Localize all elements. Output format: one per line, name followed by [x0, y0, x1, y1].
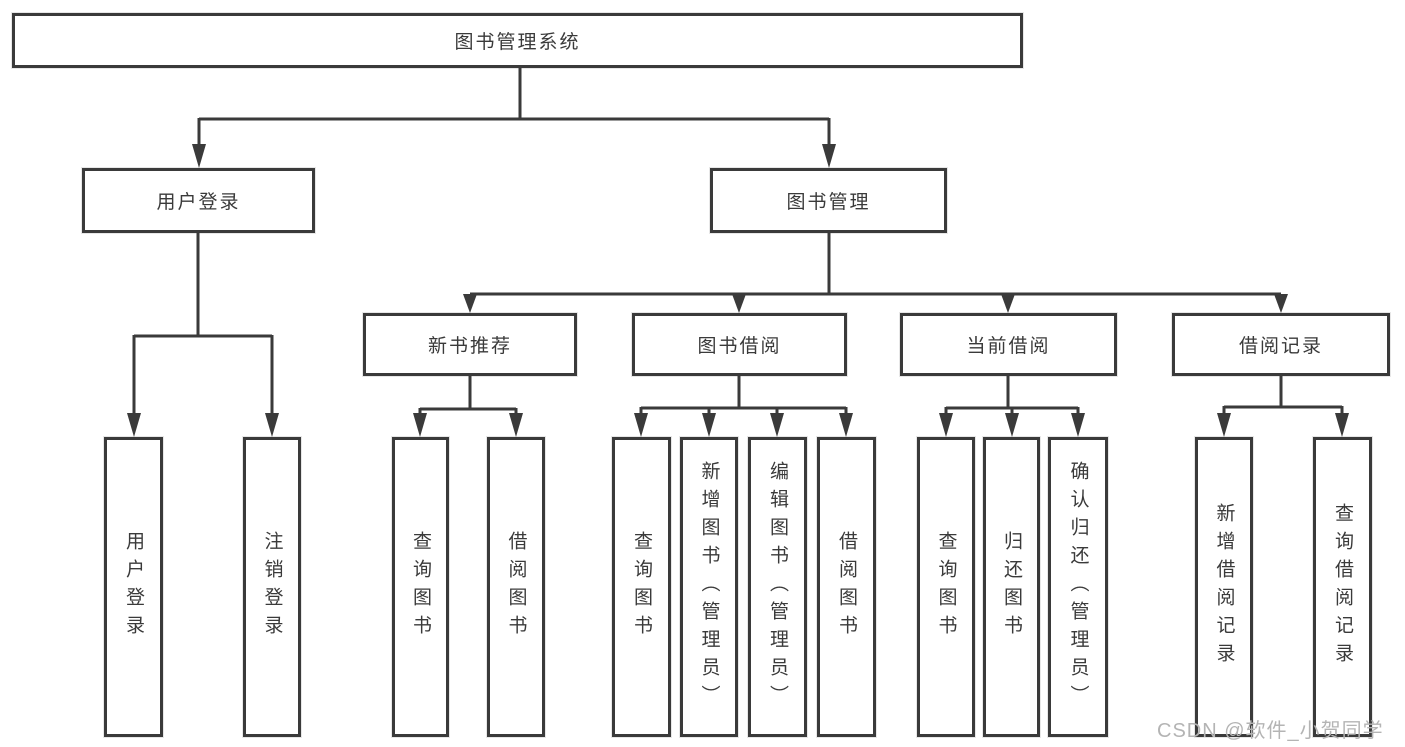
node-label: 借阅记录 — [1238, 336, 1323, 357]
node-label: 当前借阅 — [966, 336, 1051, 357]
connector-book-borrow — [639, 376, 848, 415]
node-label: 图书管理 — [786, 192, 871, 213]
arrow-icon — [939, 413, 953, 437]
arrow-icon — [839, 413, 853, 437]
arrow-icon — [413, 413, 427, 437]
leaf-add-borrow-record: 新增借阅记录 — [1195, 437, 1253, 737]
leaf-label: 借阅图书 — [505, 531, 527, 643]
leaf-label: 借阅图书 — [836, 531, 857, 643]
node-book-management: 图书管理 — [710, 168, 947, 233]
leaf-user-login: 用户登录 — [104, 437, 163, 737]
leaf-label: 查询图书 — [631, 531, 652, 643]
node-user-login: 用户登录 — [82, 168, 315, 233]
arrow-icon — [127, 413, 141, 437]
node-label: 新书推荐 — [427, 336, 512, 357]
arrow-icon — [1335, 413, 1349, 437]
arrow-icon — [634, 413, 648, 437]
node-label: 用户登录 — [156, 192, 241, 213]
connector-current-borrow — [944, 376, 1080, 415]
arrow-icon — [1001, 294, 1015, 313]
connector-new-book — [418, 376, 518, 415]
node-book-borrow: 图书借阅 — [632, 313, 847, 376]
arrow-icon — [1071, 413, 1085, 437]
leaf-label: 查询借阅记录 — [1332, 503, 1353, 671]
leaf-label: 新增借阅记录 — [1213, 503, 1235, 671]
arrow-icon — [265, 413, 279, 437]
leaf-logout: 注销登录 — [243, 437, 301, 737]
leaf-label: 新增图书（管理员） — [698, 461, 720, 713]
leaf-label: 查询图书 — [410, 531, 431, 643]
connector-user-login — [132, 233, 274, 415]
leaf-query-books-1: 查询图书 — [392, 437, 449, 737]
node-label: 图书管理系统 — [454, 32, 581, 53]
node-new-book-recommend: 新书推荐 — [363, 313, 577, 376]
arrow-icon — [1274, 294, 1288, 313]
csdn-watermark: CSDN @软件_小贺同学 — [1157, 720, 1384, 742]
leaf-query-books-3: 查询图书 — [917, 437, 975, 737]
leaf-label: 确认归还（管理员） — [1067, 461, 1089, 713]
leaf-label: 查询图书 — [935, 531, 957, 643]
arrow-icon — [822, 144, 836, 168]
arrow-icon — [732, 294, 746, 313]
leaf-label: 注销登录 — [261, 531, 283, 643]
leaf-edit-books-admin: 编辑图书（管理员） — [748, 437, 807, 737]
leaf-query-books-2: 查询图书 — [612, 437, 671, 737]
arrow-icon — [770, 413, 784, 437]
leaf-borrow-books-2: 借阅图书 — [817, 437, 876, 737]
node-current-borrow: 当前借阅 — [900, 313, 1117, 376]
leaf-label: 归还图书 — [1001, 531, 1022, 643]
arrow-icon — [702, 413, 716, 437]
leaf-query-borrow-record: 查询借阅记录 — [1313, 437, 1372, 737]
leaf-return-books: 归还图书 — [983, 437, 1040, 737]
node-borrow-record: 借阅记录 — [1172, 313, 1390, 376]
arrow-icon — [1217, 413, 1231, 437]
leaf-label: 用户登录 — [123, 531, 144, 643]
leaf-confirm-return-admin: 确认归还（管理员） — [1048, 437, 1108, 737]
leaf-add-books-admin: 新增图书（管理员） — [680, 437, 738, 737]
arrow-icon — [463, 294, 477, 313]
node-root: 图书管理系统 — [12, 13, 1023, 68]
arrow-icon — [192, 144, 206, 168]
leaf-label: 编辑图书（管理员） — [767, 461, 788, 713]
connector-root — [197, 68, 831, 146]
connector-book-management — [470, 233, 1281, 296]
leaf-borrow-books-1: 借阅图书 — [487, 437, 545, 737]
arrowheads — [127, 144, 1349, 437]
connector-paths — [132, 68, 1344, 415]
arrow-icon — [509, 413, 523, 437]
connector-borrow-record — [1222, 376, 1344, 415]
node-label: 图书借阅 — [697, 336, 782, 357]
arrow-icon — [1005, 413, 1019, 437]
